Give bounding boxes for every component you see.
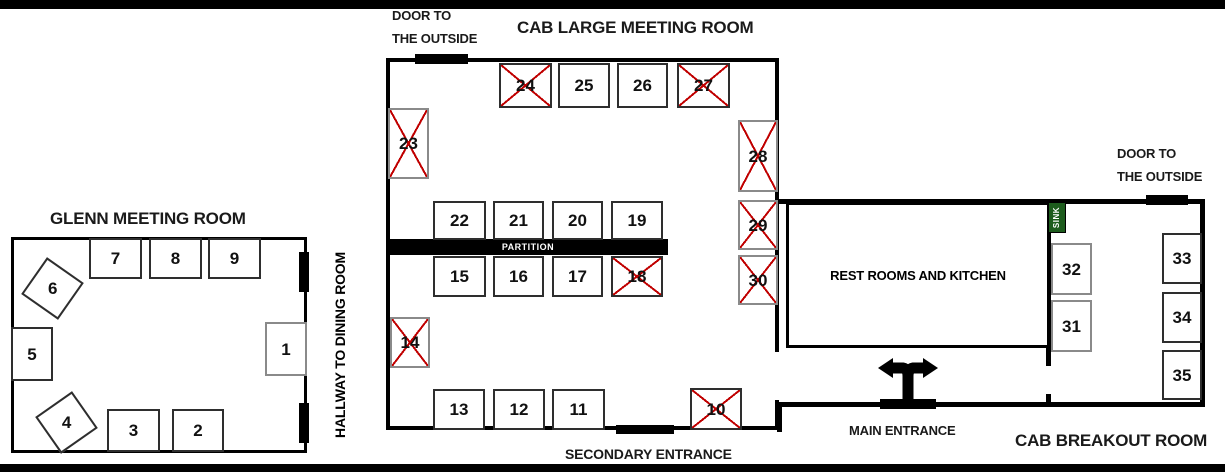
- table-number: 23: [399, 134, 418, 153]
- frame-top-bar: [0, 0, 1225, 9]
- cab-breakout-room-title: CAB BREAKOUT ROOM: [1015, 431, 1208, 450]
- door-outside-left-line1: DOOR TO: [392, 8, 452, 23]
- right-section-top-wall: [779, 199, 1205, 204]
- table-13: 13: [433, 389, 485, 430]
- door-outside-left-line2: THE OUTSIDE: [392, 31, 478, 46]
- table-number: 15: [450, 267, 469, 286]
- restrooms-kitchen-box: REST ROOMS AND KITCHEN: [786, 202, 1050, 348]
- table-number: 17: [568, 267, 587, 286]
- door-outside-right-line2: THE OUTSIDE: [1117, 169, 1203, 184]
- table-number: 35: [1172, 365, 1192, 385]
- frame-bottom-bar: [0, 464, 1225, 472]
- secondary-entrance-door: [616, 425, 674, 434]
- table-28: 28: [738, 120, 778, 192]
- table-11: 11: [552, 389, 605, 430]
- table-number: 32: [1062, 259, 1081, 279]
- glenn-lower-door: [299, 403, 309, 443]
- door-outside-right-line1: DOOR TO: [1117, 146, 1177, 161]
- table-30: 30: [738, 255, 778, 305]
- main-entrance-door: [880, 399, 936, 409]
- table-10: 10: [690, 388, 742, 430]
- table-number: 33: [1172, 249, 1192, 268]
- table-35: 35: [1162, 350, 1202, 400]
- table-22: 22: [433, 201, 486, 240]
- table-18: 18: [611, 256, 663, 297]
- cab-large-top-door: [415, 54, 468, 64]
- table-number: 24: [516, 76, 535, 95]
- glenn-upper-door: [299, 252, 309, 292]
- glenn-room-title: GLENN MEETING ROOM: [50, 209, 246, 228]
- table-25: 25: [558, 63, 610, 108]
- table-33: 33: [1162, 233, 1202, 284]
- table-number: 34: [1172, 308, 1192, 327]
- table-number: 9: [229, 249, 240, 268]
- table-number: 7: [110, 249, 121, 268]
- table-number: 25: [574, 76, 594, 95]
- partition-label: PARTITION: [501, 242, 555, 252]
- table-number: 13: [449, 400, 469, 419]
- sink-label: SINK: [1052, 206, 1062, 229]
- table-number: 16: [509, 267, 528, 286]
- table-number: 20: [568, 211, 587, 230]
- table-5: 5: [11, 327, 53, 381]
- table-number: 29: [748, 215, 768, 235]
- table-32: 32: [1051, 243, 1092, 295]
- table-number: 19: [627, 211, 647, 230]
- table-29: 29: [738, 200, 778, 250]
- table-3: 3: [107, 409, 160, 452]
- table-21: 21: [493, 201, 544, 240]
- entrance-directions-arrow-icon: [878, 358, 938, 400]
- table-number: 30: [748, 270, 768, 290]
- table-14: 14: [390, 317, 430, 368]
- table-12: 12: [493, 389, 545, 430]
- hallway-label: HALLWAY TO DINING ROOM: [332, 252, 348, 438]
- table-number: 4: [61, 413, 72, 432]
- table-number: 14: [400, 333, 420, 352]
- corridor-jog-wall: [777, 402, 782, 432]
- table-19: 19: [611, 201, 663, 240]
- sink-marker: SINK: [1048, 202, 1066, 233]
- table-17: 17: [552, 256, 603, 297]
- table-number: 21: [509, 211, 528, 230]
- cab-large-room-title: CAB LARGE MEETING ROOM: [517, 18, 754, 37]
- table-number: 10: [706, 399, 726, 419]
- table-9: 9: [208, 238, 261, 279]
- cab-large-right-wall-opening: [774, 352, 780, 400]
- right-section-bottom-wall: [779, 402, 1205, 407]
- table-number: 18: [627, 267, 647, 286]
- table-number: 5: [27, 344, 37, 364]
- table-number: 27: [694, 76, 713, 95]
- table-34: 34: [1162, 292, 1202, 343]
- table-number: 22: [450, 211, 469, 230]
- table-26: 26: [617, 63, 668, 108]
- table-15: 15: [433, 256, 486, 297]
- main-entrance-label: MAIN ENTRANCE: [849, 423, 956, 438]
- table-2: 2: [172, 409, 224, 452]
- table-1: 1: [265, 322, 307, 376]
- table-number: 26: [633, 76, 652, 95]
- breakout-left-wall-lower: [1046, 394, 1051, 404]
- table-31: 31: [1051, 300, 1092, 352]
- table-16: 16: [493, 256, 544, 297]
- table-number: 28: [748, 146, 768, 166]
- table-number: 31: [1062, 316, 1081, 336]
- table-number: 3: [128, 421, 139, 440]
- breakout-top-door: [1146, 195, 1188, 205]
- table-number: 1: [281, 339, 291, 359]
- restrooms-label: REST ROOMS AND KITCHEN: [830, 267, 1006, 283]
- table-20: 20: [552, 201, 603, 240]
- secondary-entrance-label: SECONDARY ENTRANCE: [565, 446, 732, 462]
- table-number: 6: [47, 279, 58, 298]
- partition-bar: PARTITION: [388, 239, 668, 255]
- table-number: 12: [509, 400, 529, 419]
- table-24: 24: [499, 63, 552, 108]
- table-8: 8: [149, 238, 202, 279]
- table-number: 2: [193, 421, 203, 440]
- right-section-right-wall: [1200, 199, 1205, 407]
- table-27: 27: [677, 63, 730, 108]
- table-number: 8: [170, 249, 181, 268]
- table-number: 11: [569, 400, 588, 419]
- table-7: 7: [89, 238, 142, 279]
- table-23: 23: [388, 108, 429, 179]
